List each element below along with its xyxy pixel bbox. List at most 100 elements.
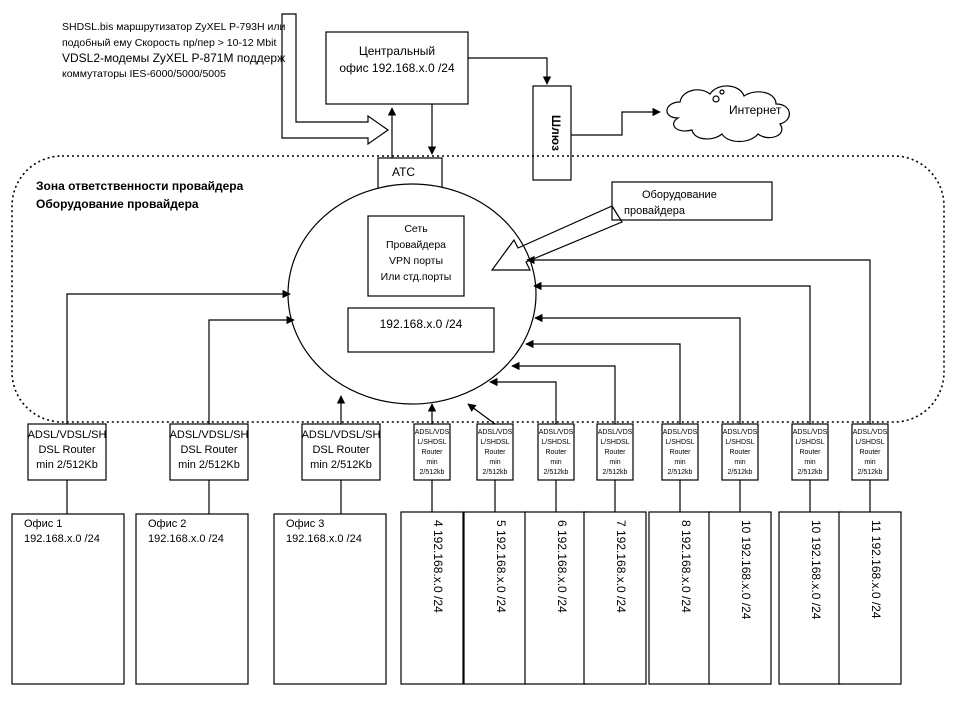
small-router-line-4: min xyxy=(734,459,745,466)
note-hollow-arrow xyxy=(281,13,390,146)
small-router-line-1: ADSL/VDS xyxy=(793,429,828,436)
arrow-gateway-to-internet xyxy=(571,107,661,136)
office-box xyxy=(11,513,125,685)
provider-network-line-2: Провайдера xyxy=(386,239,446,251)
small-router-unit-7: ADSL/VDS L/SHDSL Router min 2/512kb 10 192.16… xyxy=(533,281,842,685)
provider-equipment-box xyxy=(611,181,773,221)
office-name: Офис 2 xyxy=(148,518,186,530)
small-router-line-4: min xyxy=(426,459,437,466)
office-box xyxy=(135,513,249,685)
note-line-4: коммутаторы IES-6000/5000/5005 xyxy=(62,68,226,80)
small-router-line-3: Router xyxy=(484,449,506,456)
small-router-box xyxy=(661,423,699,481)
small-router-line-1: ADSL/VDS xyxy=(478,429,513,436)
note-line-3: VDSL2-модемы ZyXEL P-871M поддерж xyxy=(62,51,285,65)
cloud-bubble xyxy=(712,95,720,103)
small-router-line-2: L/SHDSL xyxy=(600,439,629,446)
small-router-box xyxy=(596,423,634,481)
big-router-box xyxy=(301,423,381,481)
cloud-bubble-small xyxy=(719,89,725,95)
link-router-1-to-network xyxy=(66,289,291,424)
small-router-line-3: Router xyxy=(669,449,691,456)
vertical-office-box xyxy=(463,511,527,685)
router-line-1: ADSL/VDSL/SH xyxy=(302,429,381,441)
vertical-office-label: 11 192.168.x.0 /24 xyxy=(869,520,883,619)
small-router-line-5: 2/512kb xyxy=(798,469,823,476)
small-router-line-5: 2/512kb xyxy=(544,469,569,476)
big-router-1: ADSL/VDSL/SH DSL Router min 2/512Kb xyxy=(27,423,107,481)
small-router-line-4: min xyxy=(804,459,815,466)
zone-title-responsibility: Зона ответственности провайдера xyxy=(36,179,244,193)
small-router-line-1: ADSL/VDS xyxy=(539,429,574,436)
router-line-2: DSL Router xyxy=(312,444,369,456)
zone-title-equipment: Оборудование провайдера xyxy=(36,197,199,211)
central-office-subnet: офис 192.168.x.0 /24 xyxy=(339,61,455,75)
central-office-title: Центральный xyxy=(359,44,435,58)
provider-network-line-4: Или стд.порты xyxy=(381,271,452,283)
big-router-box xyxy=(27,423,107,481)
small-router-line-1: ADSL/VDS xyxy=(853,429,888,436)
vertical-office-box xyxy=(778,511,842,685)
small-router-unit-8: ADSL/VDS L/SHDSL Router min 2/512kb 11 192.16… xyxy=(526,255,902,685)
office-subnet: 192.168.x.0 /24 xyxy=(148,533,224,545)
vertical-office-label: 10 192.168.x.0 /24 xyxy=(809,520,823,620)
vertical-office-box xyxy=(648,511,712,685)
central-office-box xyxy=(325,31,469,105)
subnet-box xyxy=(347,307,495,353)
link-small-router-to-network xyxy=(534,313,741,424)
router-line-3: min 2/512Kb xyxy=(310,459,372,471)
small-router-line-1: ADSL/VDS xyxy=(723,429,758,436)
arrow-central-to-gateway xyxy=(468,57,552,85)
small-router-line-4: min xyxy=(550,459,561,466)
vertical-office-label: 10 192.168.x.0 /24 xyxy=(739,520,753,620)
small-router-line-5: 2/512kb xyxy=(858,469,883,476)
provider-equipment-line-2: провайдера xyxy=(624,205,686,217)
link-router-2-to-network xyxy=(208,315,295,424)
vertical-office-label: 7 192.168.x.0 /24 xyxy=(614,520,628,613)
small-router-line-3: Router xyxy=(604,449,626,456)
small-router-line-3: Router xyxy=(421,449,443,456)
big-router-3: ADSL/VDSL/SH DSL Router min 2/512Kb xyxy=(301,423,381,481)
link-small-router-to-network xyxy=(533,281,811,424)
small-router-line-2: L/SHDSL xyxy=(855,439,884,446)
office-subnet: 192.168.x.0 /24 xyxy=(24,533,100,545)
provider-network-box xyxy=(367,215,465,297)
office-box xyxy=(273,513,387,685)
vertical-office-box xyxy=(400,511,464,685)
office-name: Офис 3 xyxy=(286,518,324,530)
provider-equipment-line-1: Оборудование xyxy=(642,189,717,201)
small-router-line-1: ADSL/VDS xyxy=(663,429,698,436)
small-router-line-2: L/SHDSL xyxy=(417,439,446,446)
small-router-line-2: L/SHDSL xyxy=(795,439,824,446)
small-router-line-5: 2/512kb xyxy=(603,469,628,476)
small-router-line-4: min xyxy=(864,459,875,466)
small-router-line-1: ADSL/VDS xyxy=(598,429,633,436)
link-small-router-to-network xyxy=(467,403,496,425)
router-line-3: min 2/512Kb xyxy=(178,459,240,471)
vertical-office-label: 5 192.168.x.0 /24 xyxy=(494,520,508,613)
link-small-router-to-network xyxy=(511,361,616,424)
link-small-router-to-network xyxy=(526,255,871,424)
small-router-line-3: Router xyxy=(859,449,881,456)
office-name: Офис 1 xyxy=(24,518,62,530)
gateway-box xyxy=(532,85,572,181)
vertical-office-label: 8 192.168.x.0 /24 xyxy=(679,520,693,613)
small-router-unit-5: ADSL/VDS L/SHDSL Router min 2/512kb 8 192.168… xyxy=(525,339,712,685)
internet-cloud xyxy=(666,85,790,143)
link-small-router-to-network xyxy=(489,377,557,424)
small-router-line-3: Router xyxy=(545,449,567,456)
big-router-2: ADSL/VDSL/SH DSL Router min 2/512Kb xyxy=(169,423,249,481)
office-subnet: 192.168.x.0 /24 xyxy=(286,533,362,545)
small-router-line-5: 2/512kb xyxy=(420,469,445,476)
small-router-line-5: 2/512kb xyxy=(728,469,753,476)
router-line-1: ADSL/VDSL/SH xyxy=(28,429,107,441)
small-router-line-2: L/SHDSL xyxy=(725,439,754,446)
small-router-line-3: Router xyxy=(799,449,821,456)
office-1: Офис 1 192.168.x.0 /24 xyxy=(11,513,125,685)
link-small-router-to-network xyxy=(525,339,681,424)
office-3: Офис 3 192.168.x.0 /24 xyxy=(273,513,387,685)
